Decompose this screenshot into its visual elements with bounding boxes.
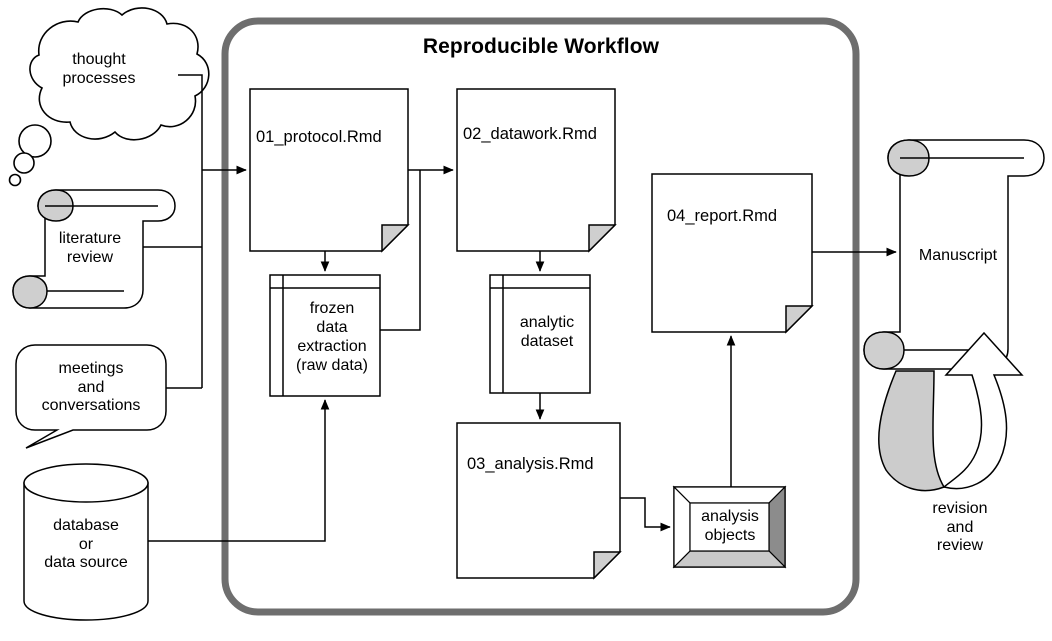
datastore-analytic-dataset-shape[interactable] bbox=[489, 274, 591, 394]
literature-review-scroll-shape bbox=[12, 189, 176, 309]
document-02-datawork-shape[interactable] bbox=[456, 88, 617, 253]
document-04-report-shape[interactable] bbox=[651, 173, 814, 334]
edge-database-to-frozen bbox=[148, 399, 330, 542]
document-03-analysis-shape[interactable] bbox=[456, 422, 622, 580]
analysis-objects-box-shape[interactable] bbox=[672, 485, 787, 569]
manuscript-scroll-shape bbox=[863, 139, 1045, 370]
document-01-protocol-shape[interactable] bbox=[249, 88, 410, 253]
edge-analysis-to-objects bbox=[620, 497, 671, 532]
edge-thought-to-bus bbox=[178, 74, 203, 170]
database-cylinder-shape bbox=[23, 463, 149, 621]
meetings-speech-bubble-shape bbox=[15, 344, 167, 449]
thought-cloud-shape bbox=[8, 7, 210, 187]
edge-frozen-to-datawork bbox=[380, 170, 421, 331]
datastore-frozen-data-shape[interactable] bbox=[269, 274, 381, 397]
reproducible-workflow-container bbox=[221, 17, 860, 616]
revision-and-review-arrow-shape bbox=[878, 331, 1024, 492]
